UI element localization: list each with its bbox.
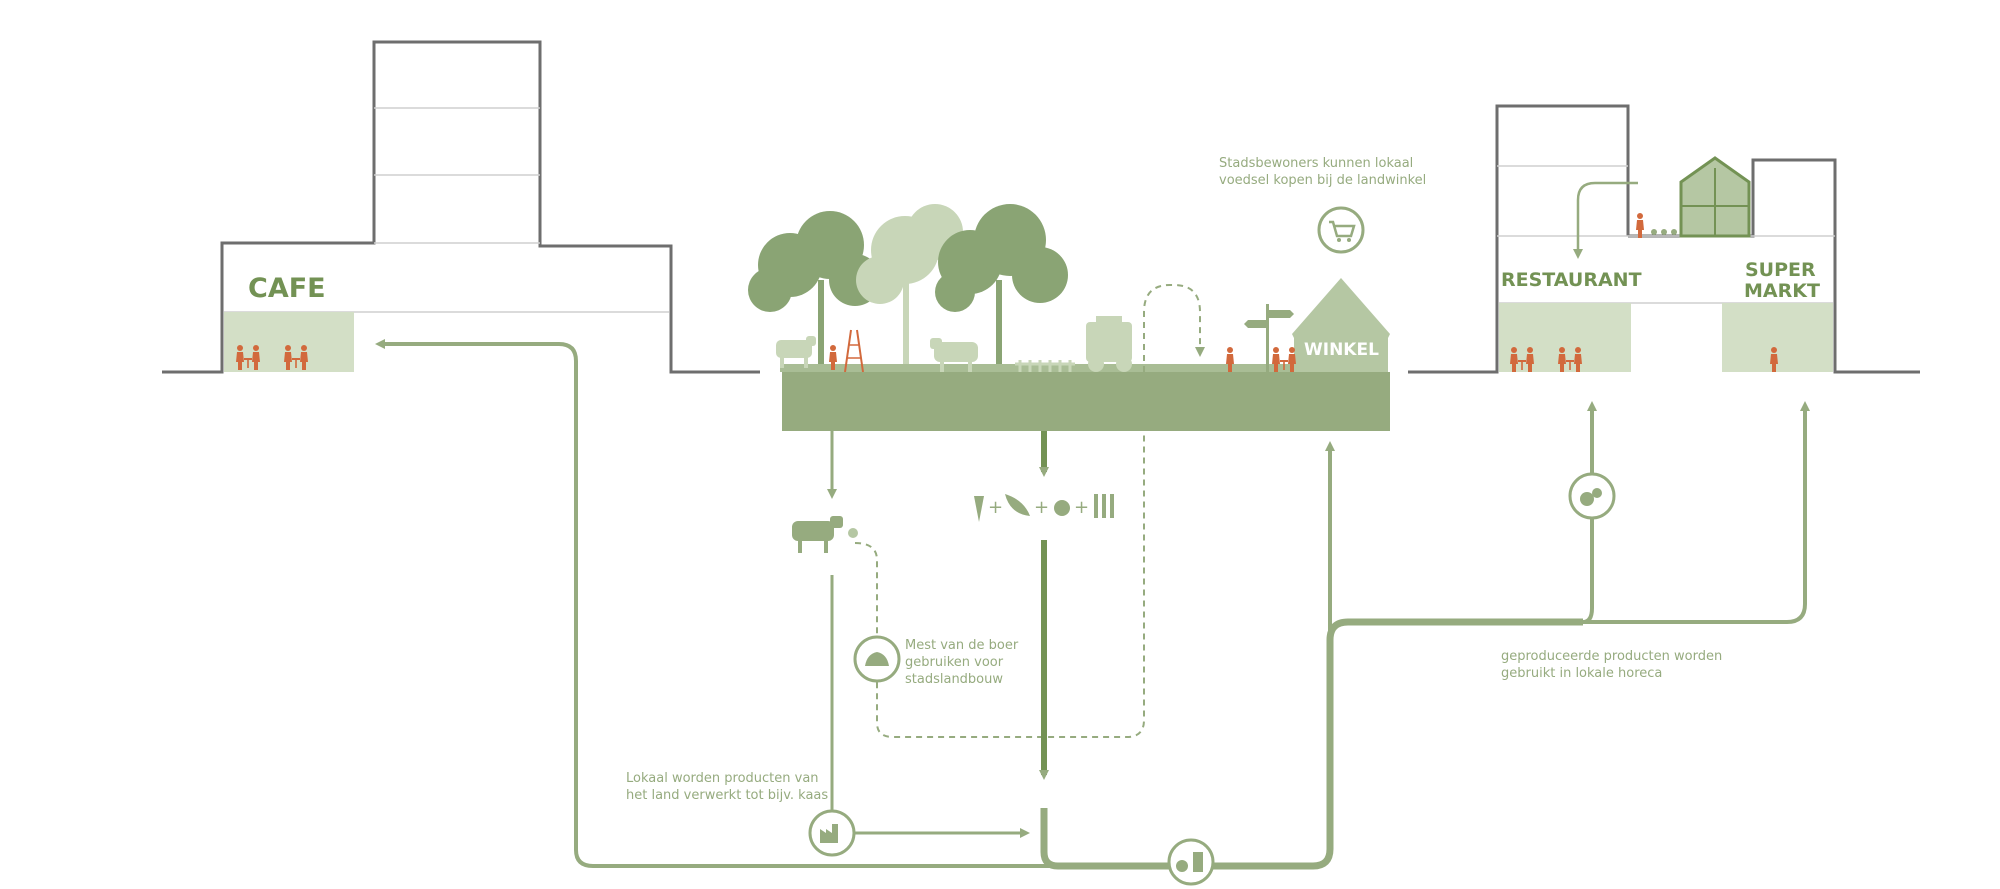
- flow-to-supermarket: [1583, 401, 1810, 624]
- kaas-note: Lokaal worden producten van het land ver…: [626, 771, 828, 803]
- winkel-label: WINKEL: [1304, 340, 1379, 360]
- winkel-note: Stadsbewoners kunnen lokaal voedsel kope…: [1219, 156, 1426, 188]
- svg-text:Lokaal worden producten van: Lokaal worden producten van: [626, 771, 819, 786]
- winkel-shop: WINKEL: [1272, 278, 1390, 372]
- crops-icon: + + +: [974, 494, 1114, 522]
- shopping-cart-icon: [1317, 206, 1365, 254]
- svg-text:Stadsbewoners kunnen lokaal: Stadsbewoners kunnen lokaal: [1219, 156, 1413, 171]
- urban-farm: [748, 204, 1390, 431]
- svg-text:+: +: [1074, 497, 1089, 518]
- svg-text:+: +: [1034, 497, 1049, 518]
- cafe-building: CAFE: [162, 40, 760, 374]
- cafe-label: CAFE: [248, 273, 326, 304]
- rooftop-gardener-figure: [1636, 213, 1644, 238]
- crop-rows: [1156, 364, 1224, 372]
- tree-icon: [748, 211, 881, 370]
- fence: [1015, 360, 1075, 372]
- horeca-note: geproduceerde producten worden gebruikt …: [1501, 649, 1722, 681]
- svg-text:+: +: [988, 497, 1003, 518]
- cow-icon: [792, 516, 858, 553]
- dairy-products-icon: [1167, 838, 1215, 886]
- farmer-figure: [829, 329, 864, 373]
- svg-text:gebruiken voor: gebruiken voor: [905, 655, 1004, 670]
- mest-note: Mest van de boer gebruiken voor stadslan…: [905, 638, 1019, 687]
- vegetables-icon: [1568, 472, 1616, 520]
- restaurant-label: RESTAURANT: [1501, 269, 1642, 291]
- super-label: SUPER: [1745, 259, 1816, 281]
- svg-text:geproduceerde producten worden: geproduceerde producten worden: [1501, 649, 1722, 664]
- tractor-icon: [1086, 316, 1132, 372]
- dashed-manure-loop: [854, 431, 1145, 738]
- flow-to-cafe: [375, 339, 1057, 868]
- svg-text:stadslandbouw: stadslandbouw: [905, 672, 1003, 687]
- svg-text:gebruikt in lokale horeca: gebruikt in lokale horeca: [1501, 666, 1662, 681]
- restaurant-supermarket-building: RESTAURANT SUPER MARKT: [1408, 104, 1920, 374]
- greenhouse-icon: [1679, 156, 1751, 238]
- rooftop-flow-arrow: [1573, 181, 1638, 259]
- tree-icon: [935, 204, 1068, 370]
- svg-text:voedsel kopen bij de landwinke: voedsel kopen bij de landwinkel: [1219, 173, 1426, 188]
- factory-icon: [808, 809, 856, 857]
- dashed-flow-to-winkel: [1143, 284, 1205, 372]
- farm-ground-block: [782, 372, 1390, 431]
- svg-text:Mest van de boer: Mest van de boer: [905, 638, 1019, 653]
- cow-icon: [930, 338, 978, 372]
- markt-label: MARKT: [1744, 280, 1820, 302]
- manure-icon: [853, 635, 901, 683]
- svg-text:het land verwerkt tot bijv. ka: het land verwerkt tot bijv. kaas: [626, 788, 828, 803]
- cow-icon: [776, 336, 816, 368]
- signpost-icon: [1244, 304, 1294, 372]
- flow-main-trunk: [1040, 618, 1583, 870]
